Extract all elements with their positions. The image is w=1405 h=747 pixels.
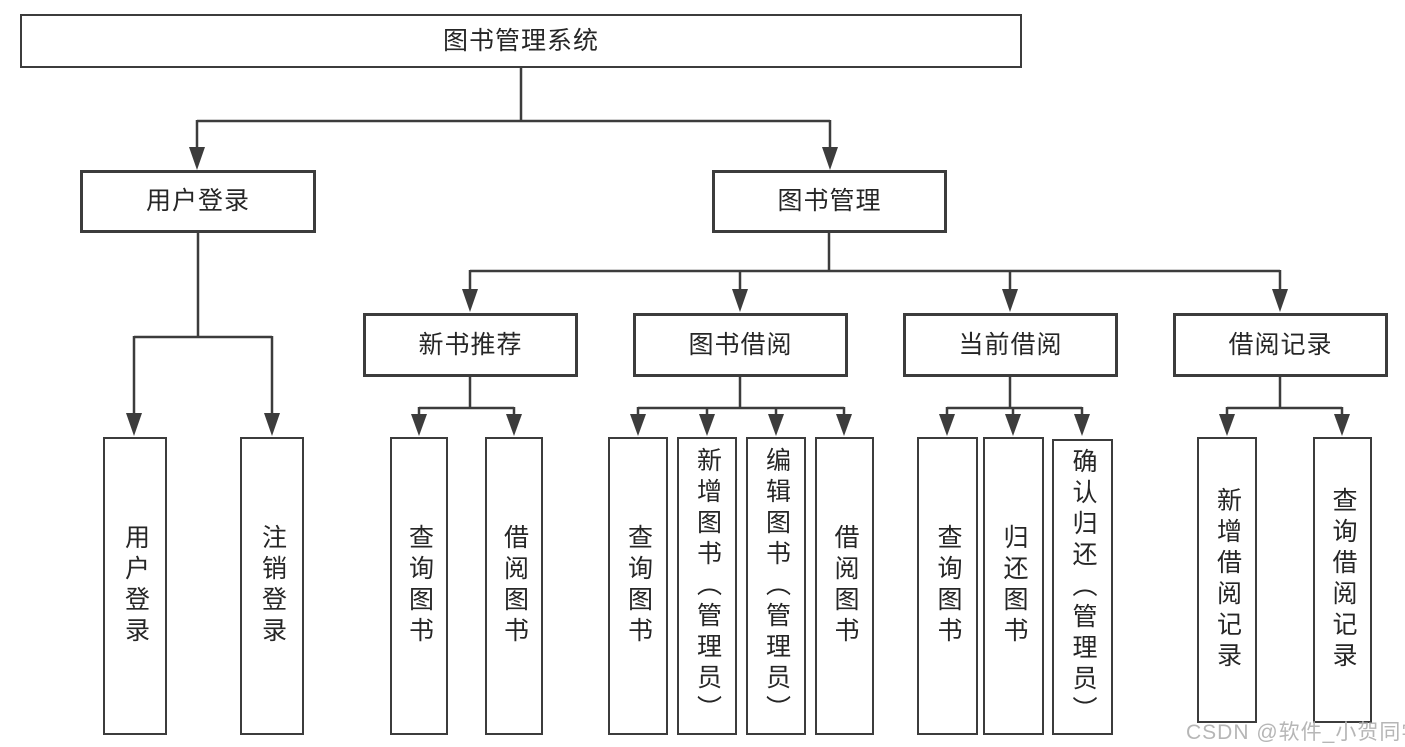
leaf-bb-query-book-label: 查询图书 [624,524,653,648]
leaf-user-login: 用户登录 [103,437,167,735]
leaf-nbr-query-book-label: 查询图书 [405,524,434,648]
node-book-borrow: 图书借阅 [633,313,848,377]
leaf-user-login-label: 用户登录 [121,524,150,648]
connector-borrow-record [1225,377,1344,415]
node-book-management: 图书管理 [712,170,947,233]
node-borrow-record-label: 借阅记录 [1228,330,1333,359]
node-book-borrow-label: 图书借阅 [688,330,793,359]
leaf-bb-edit-book-admin: 编辑图书（管理员） [746,437,806,735]
node-user-login: 用户登录 [80,170,316,233]
leaf-br-query-record: 查询借阅记录 [1313,437,1372,723]
leaf-br-add-record-label: 新增借阅记录 [1213,487,1242,673]
node-root-label: 图书管理系统 [442,26,599,55]
leaf-nbr-borrow-book-label: 借阅图书 [500,524,529,648]
node-current-borrow: 当前借阅 [903,313,1118,377]
node-new-book-recommend: 新书推荐 [363,313,578,377]
node-current-borrow-label: 当前借阅 [958,330,1063,359]
connector-new-book [417,377,516,415]
leaf-cb-return-book-label: 归还图书 [1000,524,1028,648]
leaf-cb-return-book: 归还图书 [983,437,1044,735]
connector-root [195,68,832,148]
connector-book-borrow [636,377,846,415]
leaf-br-query-record-label: 查询借阅记录 [1329,487,1357,673]
leaf-cb-query-book: 查询图书 [917,437,978,735]
leaf-bb-borrow-book: 借阅图书 [815,437,874,735]
leaf-cb-confirm-return-admin-label: 确认归还（管理员） [1069,447,1097,727]
connector-user-login [132,233,274,414]
leaf-bb-query-book: 查询图书 [608,437,668,735]
leaf-nbr-borrow-book: 借阅图书 [485,437,543,735]
connector-current-borrow [945,377,1084,415]
leaf-logout-label: 注销登录 [258,524,287,648]
leaf-bb-add-book-admin: 新增图书（管理员） [677,437,737,735]
node-new-book-recommend-label: 新书推荐 [418,330,523,359]
leaf-logout: 注销登录 [240,437,304,735]
csdn-watermark: CSDN @软件_小贺同学 [1186,721,1405,744]
node-borrow-record: 借阅记录 [1173,313,1388,377]
leaf-bb-edit-book-admin-label: 编辑图书（管理员） [762,446,791,726]
leaf-nbr-query-book: 查询图书 [390,437,448,735]
node-book-management-label: 图书管理 [777,187,882,215]
arrowheads [126,147,1350,436]
leaf-bb-add-book-admin-label: 新增图书（管理员） [693,446,722,726]
leaf-br-add-record: 新增借阅记录 [1197,437,1257,723]
node-user-login-label: 用户登录 [145,187,250,215]
leaf-cb-query-book-label: 查询图书 [934,524,962,648]
leaf-bb-borrow-book-label: 借阅图书 [831,524,859,648]
connector-book-management [468,233,1282,290]
leaf-cb-confirm-return-admin: 确认归还（管理员） [1052,439,1113,735]
node-root: 图书管理系统 [20,14,1022,68]
